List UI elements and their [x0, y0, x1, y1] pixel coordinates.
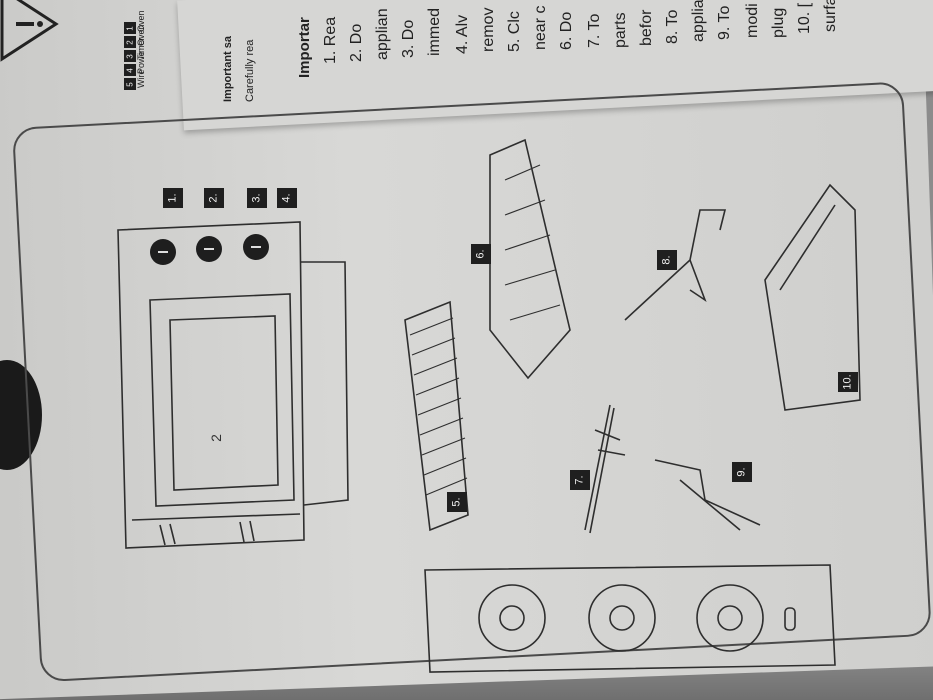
list-number: 3 — [124, 50, 136, 62]
rotisserie-spit — [584, 404, 615, 534]
crumb-tray — [764, 183, 861, 411]
list-number: 5 — [124, 78, 136, 90]
page-number: 2 — [207, 434, 224, 442]
handle-tool — [624, 209, 727, 321]
list-number: 2 — [124, 36, 136, 48]
part-label-6: 6. — [471, 244, 491, 264]
list-number: 1 — [124, 22, 136, 34]
control-panel — [424, 564, 836, 673]
part-label-8: 8. — [657, 250, 677, 270]
oven-door-window — [149, 293, 295, 507]
lifting-tool — [654, 459, 761, 531]
list-number: 4 — [124, 64, 136, 76]
part-label-9: 9. — [732, 462, 752, 482]
baking-tray — [489, 138, 571, 380]
part-label-7: 7. — [570, 470, 590, 490]
part-label-4: 4. — [277, 188, 297, 208]
oven-body — [117, 221, 305, 549]
part-label-1: 1. — [163, 188, 183, 208]
part-label-10: 10. — [838, 372, 858, 392]
warning-triangle-icon — [0, 0, 59, 62]
wire-rack — [404, 300, 469, 532]
part-label-2: 2. — [204, 188, 224, 208]
part-label-3: 3. — [247, 188, 267, 208]
part-label-5: 5. — [447, 492, 467, 512]
